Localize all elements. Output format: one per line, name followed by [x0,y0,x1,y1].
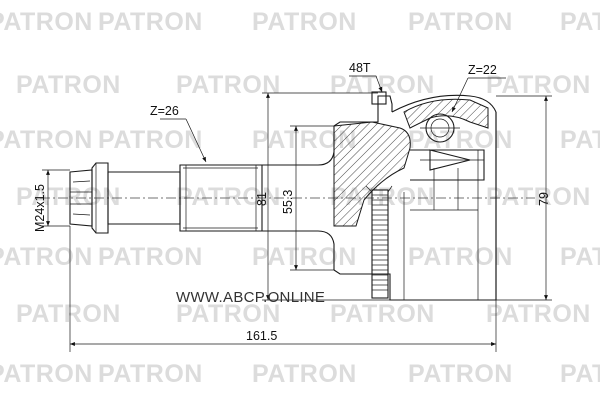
dim-label-inner-teeth: Z=22 [468,63,497,77]
dim-inner-teeth: Z=22 [451,63,506,113]
watermark-text: PATRON [560,126,600,154]
watermark-text: PATRON [98,243,203,271]
watermark-text: PATRON [560,8,600,36]
watermark-text: PATRON [408,360,513,388]
watermark-text: PATRON [0,126,93,154]
watermark-text: PATRON [408,8,513,36]
dim-shaft-teeth: Z=26 [150,104,207,163]
watermark-text: PATRON [0,8,93,36]
watermark-text: PATRON [176,71,281,99]
section-hatch [333,121,411,227]
watermark-text: PATRON [408,243,513,271]
watermark-text: PATRON [330,300,435,328]
site-url-text: WWW.ABCP.ONLINE [176,289,325,306]
watermark-text: PATRON [486,71,591,99]
dim-label-thread: M24x1.5 [33,184,47,232]
shaft-neck-bottom [262,230,335,270]
watermark-text: PATRON [408,126,513,154]
watermark-text: PATRON [16,71,121,99]
watermark-text: PATRON [176,183,281,211]
dim-bell-diameter: 55.3 [281,125,334,271]
watermark-text: PATRON [560,243,600,271]
dim-label-outer-spline: 48T [349,61,371,75]
watermark-text: PATRON [98,126,203,154]
watermark-text: PATRON [330,71,435,99]
dim-label-shaft-teeth: Z=26 [150,104,179,118]
watermark-text: PATRON [486,183,591,211]
bell-housing [333,91,497,301]
dim-label-outer-diameter: 79 [537,192,551,206]
watermark-text: PATRON [560,360,600,388]
dim-label-length: 161.5 [246,329,277,343]
dim-outer-spline: 48T [349,61,383,93]
section-hatch [403,98,489,129]
dim-flange-diameter: 81 [255,92,390,301]
watermark-text: PATRON [252,8,357,36]
watermark-text: PATRON [98,8,203,36]
watermark-text: PATRON [16,300,121,328]
dim-length: 161.5 [69,226,497,352]
dim-label-bell-diameter: 55.3 [281,190,295,214]
inner-race [410,113,485,211]
watermark-text: PATRON [0,360,93,388]
watermark-text: PATRON [252,360,357,388]
watermark-text: PATRON [98,360,203,388]
watermark-text: PATRON [486,300,591,328]
dim-thread: M24x1.5 [33,169,70,232]
abs-ring [365,185,393,299]
watermark-text: PATRON [0,243,93,271]
watermark-text: PATRON [16,183,121,211]
dim-label-flange-diameter: 81 [255,192,269,206]
watermark-text: PATRON [176,300,281,328]
dim-outer-diameter: 79 [496,95,552,301]
